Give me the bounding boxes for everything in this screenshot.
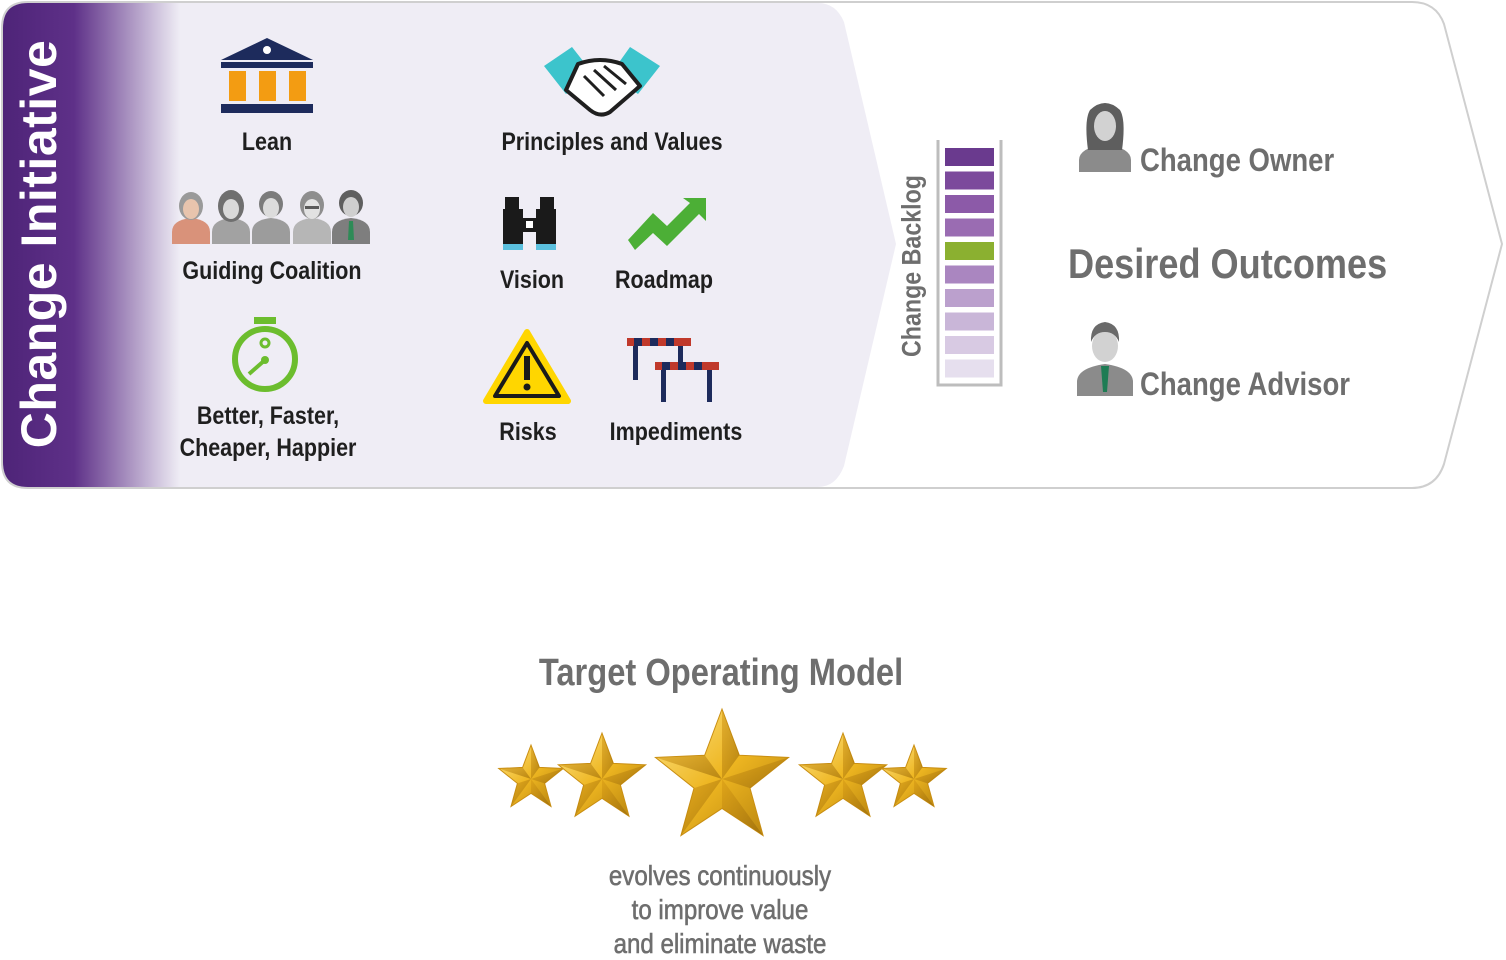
target-model-title: Target Operating Model (538, 652, 904, 694)
change-initiative-title-text: Change Initiative (11, 39, 67, 449)
star-icon (556, 731, 648, 818)
star-icon (797, 731, 889, 818)
backlog-stack (936, 140, 1003, 387)
bank-icon (221, 38, 313, 113)
label-desired-outcomes: Desired Outcomes (1068, 240, 1388, 287)
handshake-icon (544, 47, 660, 117)
backlog-item (945, 218, 994, 237)
backlog-item (945, 171, 994, 190)
backlog-item (945, 242, 994, 260)
binoculars-icon (503, 197, 556, 250)
barrier-icon (627, 338, 719, 402)
star-icon (654, 707, 790, 837)
backlog-item (945, 359, 994, 378)
woman-person-icon (1079, 103, 1131, 172)
purple-band (3, 3, 180, 487)
star-icon (497, 743, 565, 808)
target-model-desc-line1: evolves continuously (608, 860, 832, 892)
backlog-item (945, 312, 994, 331)
stopwatch-icon (232, 317, 298, 392)
label-guiding-coalition: Guiding Coalition (182, 257, 362, 285)
star-icon (880, 743, 948, 808)
backlog-item (945, 265, 994, 284)
change-backlog-label: Change Backlog (896, 175, 927, 357)
label-roadmap: Roadmap (615, 266, 713, 294)
label-risks: Risks (499, 418, 557, 446)
label-vision: Vision (499, 266, 565, 294)
label-change-advisor: Change Advisor (1140, 366, 1351, 402)
target-model-desc-line2: to improve value (631, 894, 809, 926)
man-person-icon (1077, 322, 1133, 396)
label-lean: Lean (241, 128, 293, 156)
label-impediments: Impediments (609, 418, 743, 446)
backlog-item (945, 148, 994, 166)
target-model-desc-line3: and eliminate waste (613, 928, 827, 960)
rating-stars (497, 707, 948, 837)
backlog-item (945, 336, 994, 354)
warning-icon (483, 329, 571, 404)
change-initiative-title: Change Initiative (0, 0, 78, 490)
label-better-faster-line1: Better, Faster, (196, 402, 340, 430)
backlog-item (945, 195, 994, 213)
people-group-icon (172, 190, 370, 244)
trend-arrow-icon (628, 198, 706, 250)
label-principles-values: Principles and Values (501, 128, 723, 156)
label-change-owner: Change Owner (1140, 142, 1335, 178)
backlog-item (945, 289, 994, 307)
label-better-faster-line2: Cheaper, Happier (179, 434, 357, 462)
